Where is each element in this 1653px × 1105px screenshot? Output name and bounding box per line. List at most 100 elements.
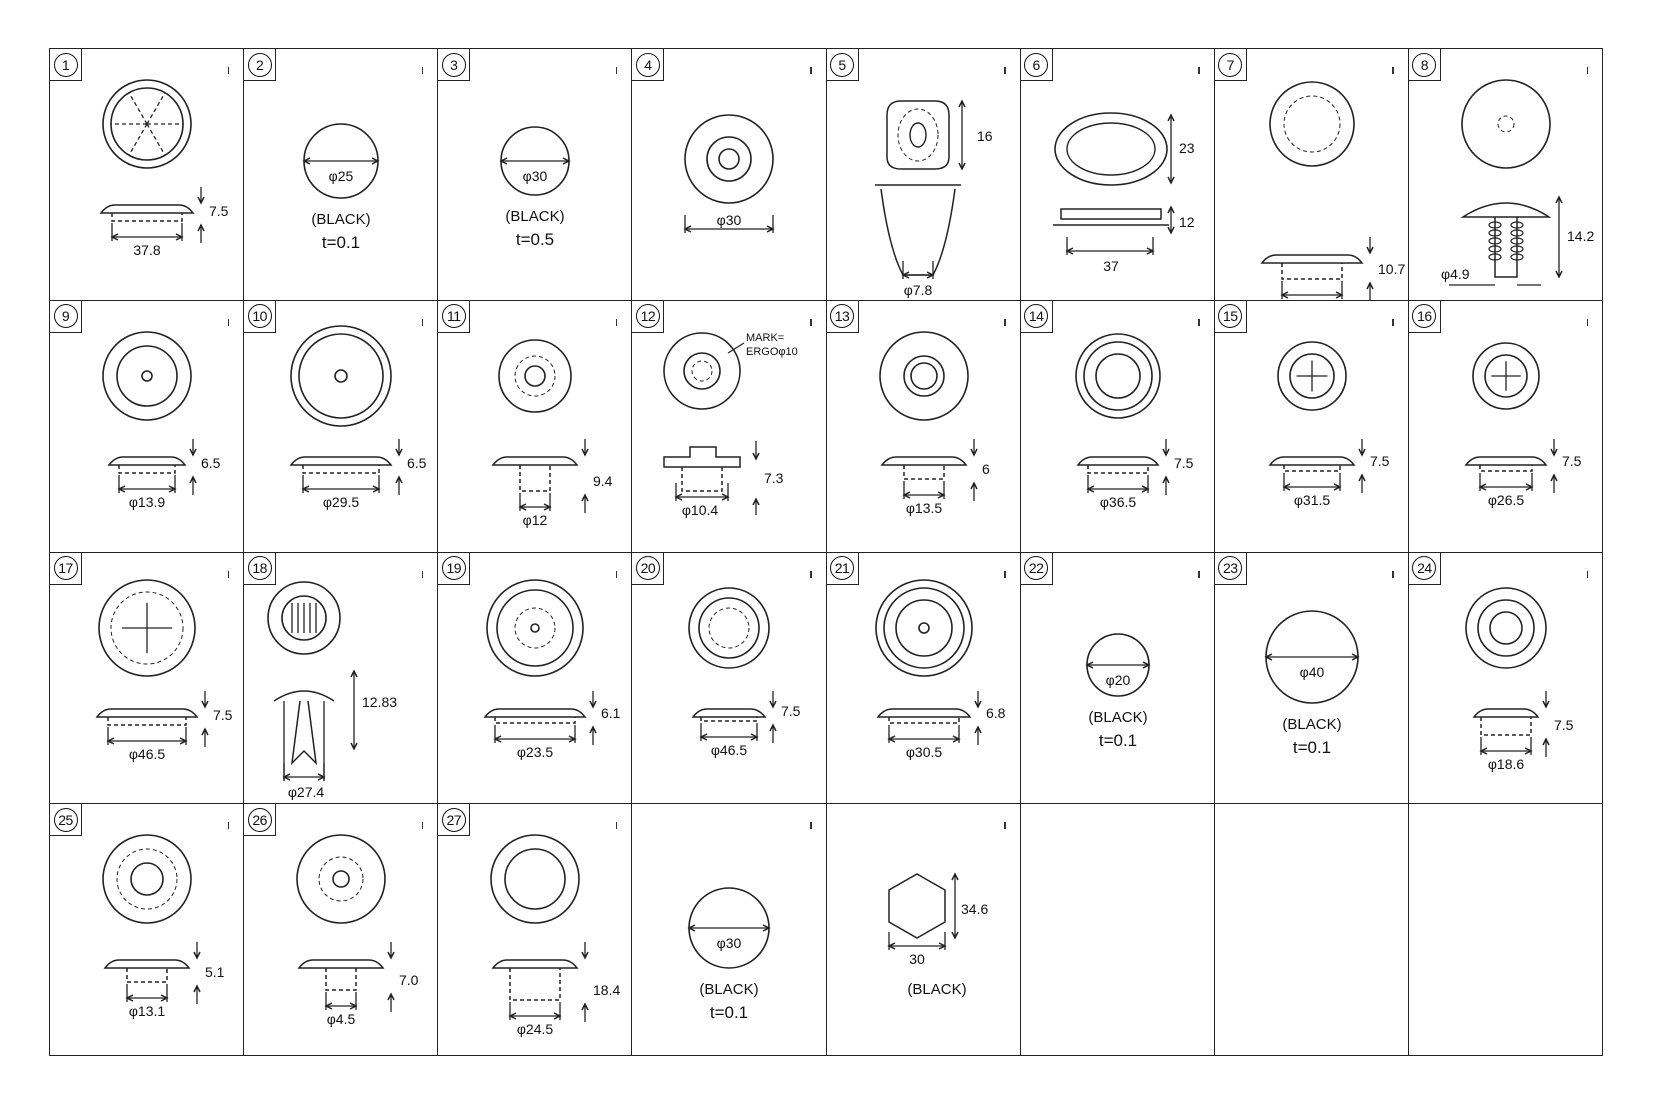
shank-profile	[509, 968, 561, 1001]
plug-ring	[909, 361, 938, 390]
color-note: (BLACK)	[506, 208, 565, 225]
arrow-head	[1358, 448, 1366, 457]
grommet-mark	[691, 360, 713, 382]
part-number: 4	[635, 52, 660, 77]
arrow-head	[395, 475, 403, 484]
diameter-label: φ31.5	[1294, 492, 1331, 508]
shank-profile	[1283, 464, 1341, 472]
spoke-rib	[146, 123, 166, 156]
part-number-box: 7	[1214, 49, 1247, 81]
corner-tick-mark	[421, 570, 424, 578]
corner-tick-mark	[1198, 67, 1200, 74]
arrow-head	[581, 951, 589, 960]
arrow-head	[1366, 281, 1374, 290]
height-label: 7.5	[781, 703, 801, 719]
part-number: 22	[1024, 556, 1049, 580]
plug-ring	[698, 596, 761, 659]
part-number-box: 24	[1408, 552, 1441, 585]
arrow-head	[1542, 736, 1550, 745]
width-label: 30	[909, 951, 925, 967]
height-label: 9.4	[593, 473, 613, 489]
part-drawing: φ20(BLACK)t=0.1	[1084, 632, 1151, 750]
arrow-head	[201, 726, 209, 735]
rivet-rib	[1488, 245, 1502, 253]
rivet-rib	[1488, 253, 1502, 261]
part-number-box: 10	[244, 300, 277, 333]
corner-tick-mark	[1004, 570, 1006, 578]
part-number-box: 26	[244, 804, 277, 837]
arrow-head	[302, 157, 311, 165]
corner-tick-mark	[615, 318, 618, 326]
part-drawing: φ30(BLACK)t=0.1	[687, 887, 772, 1022]
rivet-rib	[1510, 229, 1524, 237]
arrow-head	[1166, 205, 1175, 214]
arrow-head	[371, 157, 380, 165]
rivet-head-top	[1461, 79, 1551, 169]
flange-profile	[691, 707, 767, 718]
arrow-head	[1358, 473, 1366, 482]
thickness-note: t=0.1	[322, 233, 360, 252]
part-cell-unnumbered	[1214, 804, 1409, 1056]
part-number: 18	[247, 556, 272, 580]
plug-top-view	[874, 578, 973, 677]
plug-top-view	[102, 79, 192, 169]
part-number-box: 8	[1408, 49, 1441, 81]
plug-top-view	[1465, 586, 1547, 669]
part-number: 1	[53, 52, 78, 77]
part-number: 5	[830, 52, 854, 77]
spoke-rib	[146, 92, 166, 125]
part-drawing: φ30	[683, 114, 776, 233]
diameter-label: φ13.1	[129, 1003, 166, 1019]
flange-profile	[491, 959, 579, 969]
corner-tick-mark	[1004, 822, 1006, 830]
clip-head	[885, 100, 950, 170]
part-number-box: 2	[244, 49, 277, 81]
corner-tick-mark	[1586, 318, 1588, 326]
arrow-head	[973, 724, 982, 733]
part-number: 9	[53, 304, 78, 329]
part-cell-22: 22 φ20(BLACK)t=0.1	[1020, 552, 1215, 805]
part-number: 3	[441, 52, 466, 77]
mark-leader	[728, 342, 745, 354]
plug-ring	[514, 355, 556, 397]
height-label: 7.3	[764, 470, 784, 486]
height-label: 6.5	[201, 455, 221, 471]
part-number: 13	[830, 304, 854, 329]
part-cell-unnumbered	[1408, 804, 1603, 1056]
part-number: 6	[1024, 52, 1049, 77]
clip-profile	[874, 184, 961, 276]
height-label: 12.83	[362, 694, 397, 710]
arrow-head	[197, 223, 205, 232]
plug-ring	[332, 870, 350, 889]
arrow-head	[1351, 652, 1360, 661]
rivet-rib	[1510, 245, 1524, 253]
diameter-label: φ36.5	[1099, 494, 1136, 510]
arrow-head	[1366, 246, 1374, 255]
color-note: (BLACK)	[1282, 716, 1341, 733]
rivet-rib	[1510, 237, 1524, 245]
part-number-box: 27	[438, 804, 471, 837]
corner-tick-mark	[421, 822, 424, 830]
diameter-label: φ18.6	[1488, 756, 1525, 772]
arrow-head	[581, 493, 589, 502]
plug-top-view	[688, 586, 771, 669]
plug-ring	[116, 344, 178, 407]
corner-tick-mark	[421, 67, 424, 74]
grommet-top	[663, 331, 742, 410]
arrow-head	[969, 448, 978, 457]
arrow-head	[1166, 113, 1175, 122]
part-cell-7: 710.7φ17	[1214, 49, 1409, 301]
height-label: 16	[977, 128, 993, 144]
plug-ring	[1283, 95, 1341, 153]
plug-top-view	[1472, 341, 1540, 410]
